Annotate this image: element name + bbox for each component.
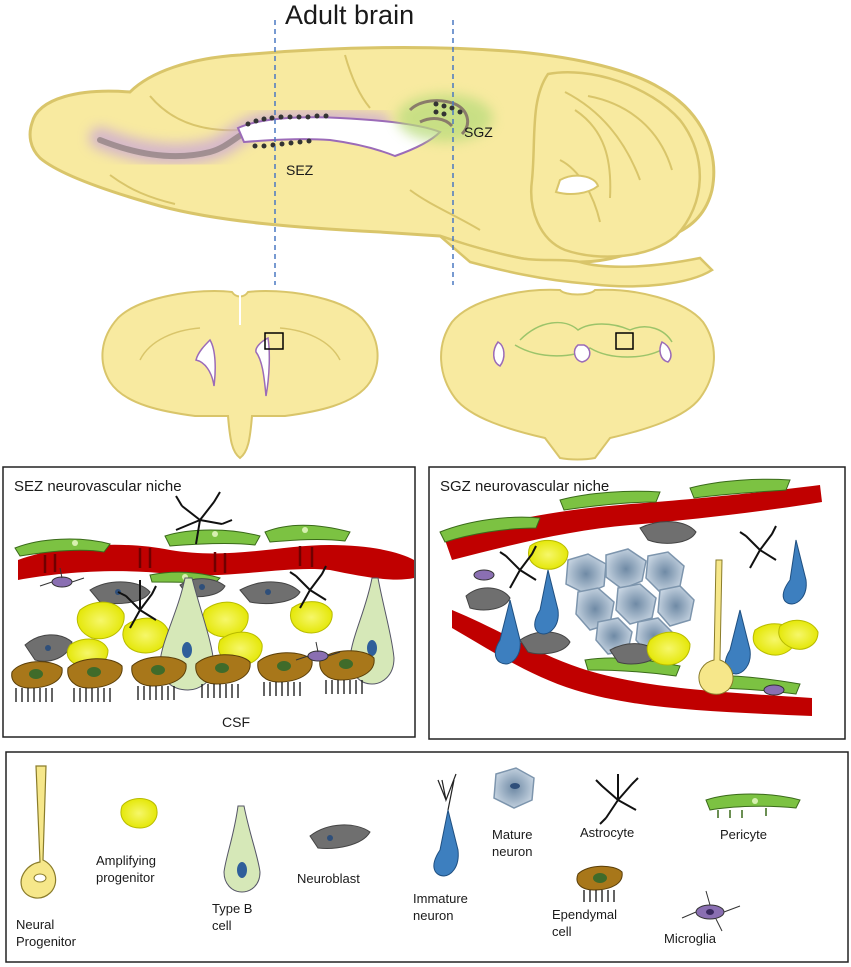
neural-progenitor-icon: [20, 765, 57, 899]
ependymal-cell-icon: [576, 865, 623, 902]
sez-cell-dots: [245, 113, 329, 149]
microglia-icon: [681, 890, 741, 932]
page-title: Adult brain: [285, 0, 415, 30]
sgz-right-ventricle: [659, 340, 672, 363]
sgz-niche-scene: [439, 478, 822, 716]
right-ventricle: [255, 336, 271, 397]
sgz-cell-dots: [433, 101, 463, 117]
neuroblast-icon: [309, 824, 371, 849]
sez-ependymal-row: [11, 650, 375, 702]
legend-neuroblast: Neuroblast: [297, 871, 360, 886]
sgz-label: SGZ: [464, 124, 493, 140]
left-ventricle: [195, 338, 216, 387]
legend-immature-neuron: Immature neuron: [413, 891, 468, 923]
pericyte-icon: [705, 793, 801, 818]
legend-astrocyte: Astrocyte: [580, 825, 635, 840]
sez-niche-panel: [2, 466, 416, 738]
legend-neural-progenitor: Neural Progenitor: [16, 917, 76, 949]
cerebellum: [530, 70, 701, 258]
legend-mature-neuron: Mature neuron: [492, 827, 533, 859]
sgz-glow: [397, 94, 493, 142]
legend-amplifying-progenitor: Amplifying progenitor: [96, 853, 156, 885]
legend-pericyte: Pericyte: [720, 827, 767, 842]
csf-label: CSF: [222, 714, 250, 730]
hippocampus: [408, 99, 470, 136]
sgz-mid-ventricle: [573, 344, 591, 363]
amplifying-progenitor-icon: [120, 798, 158, 829]
sez-astrocytes: [117, 491, 327, 629]
legend-panel: [5, 751, 849, 963]
sgz-zoom-box: [615, 332, 634, 350]
sgz-niche-title: SGZ neurovascular niche: [440, 478, 610, 495]
legend-microglia: Microglia: [664, 931, 717, 946]
sez-niche-title: SEZ neurovascular niche: [14, 478, 182, 495]
immature-neuron-icon: [433, 773, 459, 877]
type-b-cell-icon: [223, 805, 261, 893]
coronal-section-sez: [101, 290, 379, 460]
sez-zoom-box: [264, 332, 284, 350]
sgz-left-ventricle: [493, 341, 505, 367]
sez-niche-scene: [11, 491, 414, 702]
sgz-upper-vessel: [445, 485, 822, 560]
fourth-ventricle: [554, 174, 600, 195]
sagittal-brain: [28, 46, 716, 288]
brainstem: [439, 234, 714, 288]
sez-label: SEZ: [286, 162, 314, 178]
astrocyte-icon: [595, 774, 639, 825]
legend-ependymal-cell: Ependymal cell: [552, 907, 618, 939]
sgz-lower-vessel: [452, 610, 812, 716]
mature-neuron-icon: [493, 767, 535, 809]
legend-type-b-cell: Type B cell: [212, 901, 253, 933]
coronal-section-sgz: [440, 288, 715, 461]
